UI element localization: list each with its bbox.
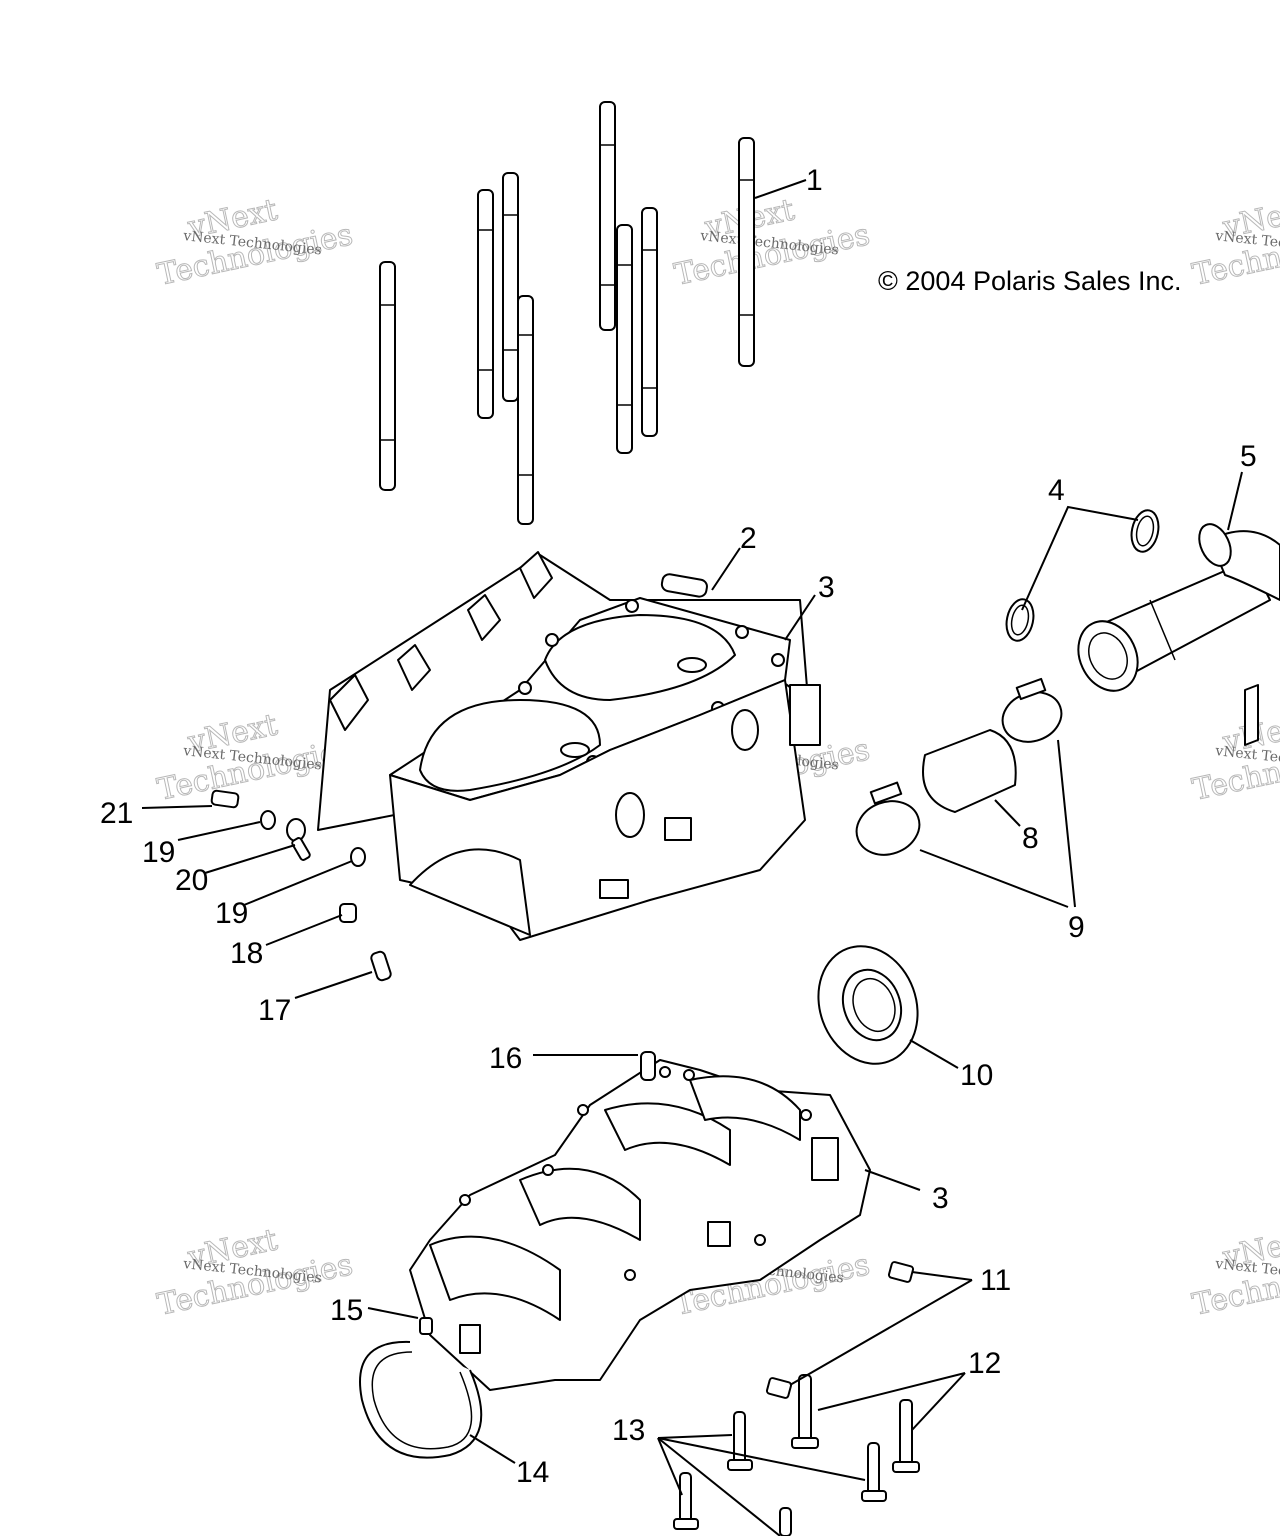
- bolts: [673, 1261, 920, 1536]
- stud: [599, 101, 616, 331]
- callout-labels: 1 2 3 4 5 8 9 10 3 11 12 13 14 15 16 17 …: [100, 164, 1257, 1489]
- o-rings: [1005, 509, 1160, 642]
- callout-18: 18: [230, 937, 263, 970]
- snap-ring: [359, 1340, 483, 1459]
- callout-16: 16: [489, 1042, 522, 1075]
- stud: [477, 189, 494, 419]
- callout-19-top: 19: [142, 836, 175, 869]
- callout-12: 12: [968, 1347, 1001, 1380]
- cylinder-studs: [379, 101, 755, 525]
- callout-3-lower: 3: [932, 1182, 949, 1215]
- callout-9: 9: [1068, 911, 1085, 944]
- callout-8: 8: [1022, 822, 1039, 855]
- copyright-notice: © 2004 Polaris Sales Inc.: [878, 266, 1182, 296]
- water-outlet-elbow: [1077, 523, 1280, 746]
- callout-20: 20: [175, 864, 208, 897]
- leader-lines: [141, 179, 1243, 1536]
- callout-14: 14: [516, 1456, 549, 1489]
- callout-21: 21: [100, 797, 133, 830]
- stud: [379, 261, 396, 491]
- callout-3-upper: 3: [818, 571, 835, 604]
- callout-11: 11: [980, 1264, 1011, 1297]
- hose-and-clamps: [855, 677, 1063, 856]
- stud: [641, 207, 658, 437]
- small-fittings: [210, 789, 433, 1335]
- upper-crankcase: [317, 551, 821, 941]
- stud: [738, 137, 755, 367]
- callout-5: 5: [1240, 440, 1257, 473]
- callout-2: 2: [740, 522, 757, 555]
- callout-15: 15: [330, 1294, 363, 1327]
- crank-seal: [817, 945, 919, 1065]
- stud: [517, 295, 534, 525]
- callout-13: 13: [612, 1414, 645, 1447]
- stud: [616, 224, 633, 454]
- lower-crankcase: [409, 1051, 871, 1391]
- callout-19-bottom: 19: [215, 897, 248, 930]
- stud: [502, 172, 519, 402]
- callout-4: 4: [1048, 474, 1065, 507]
- callout-10: 10: [960, 1059, 993, 1092]
- callout-1: 1: [806, 164, 823, 197]
- callout-17: 17: [258, 994, 291, 1027]
